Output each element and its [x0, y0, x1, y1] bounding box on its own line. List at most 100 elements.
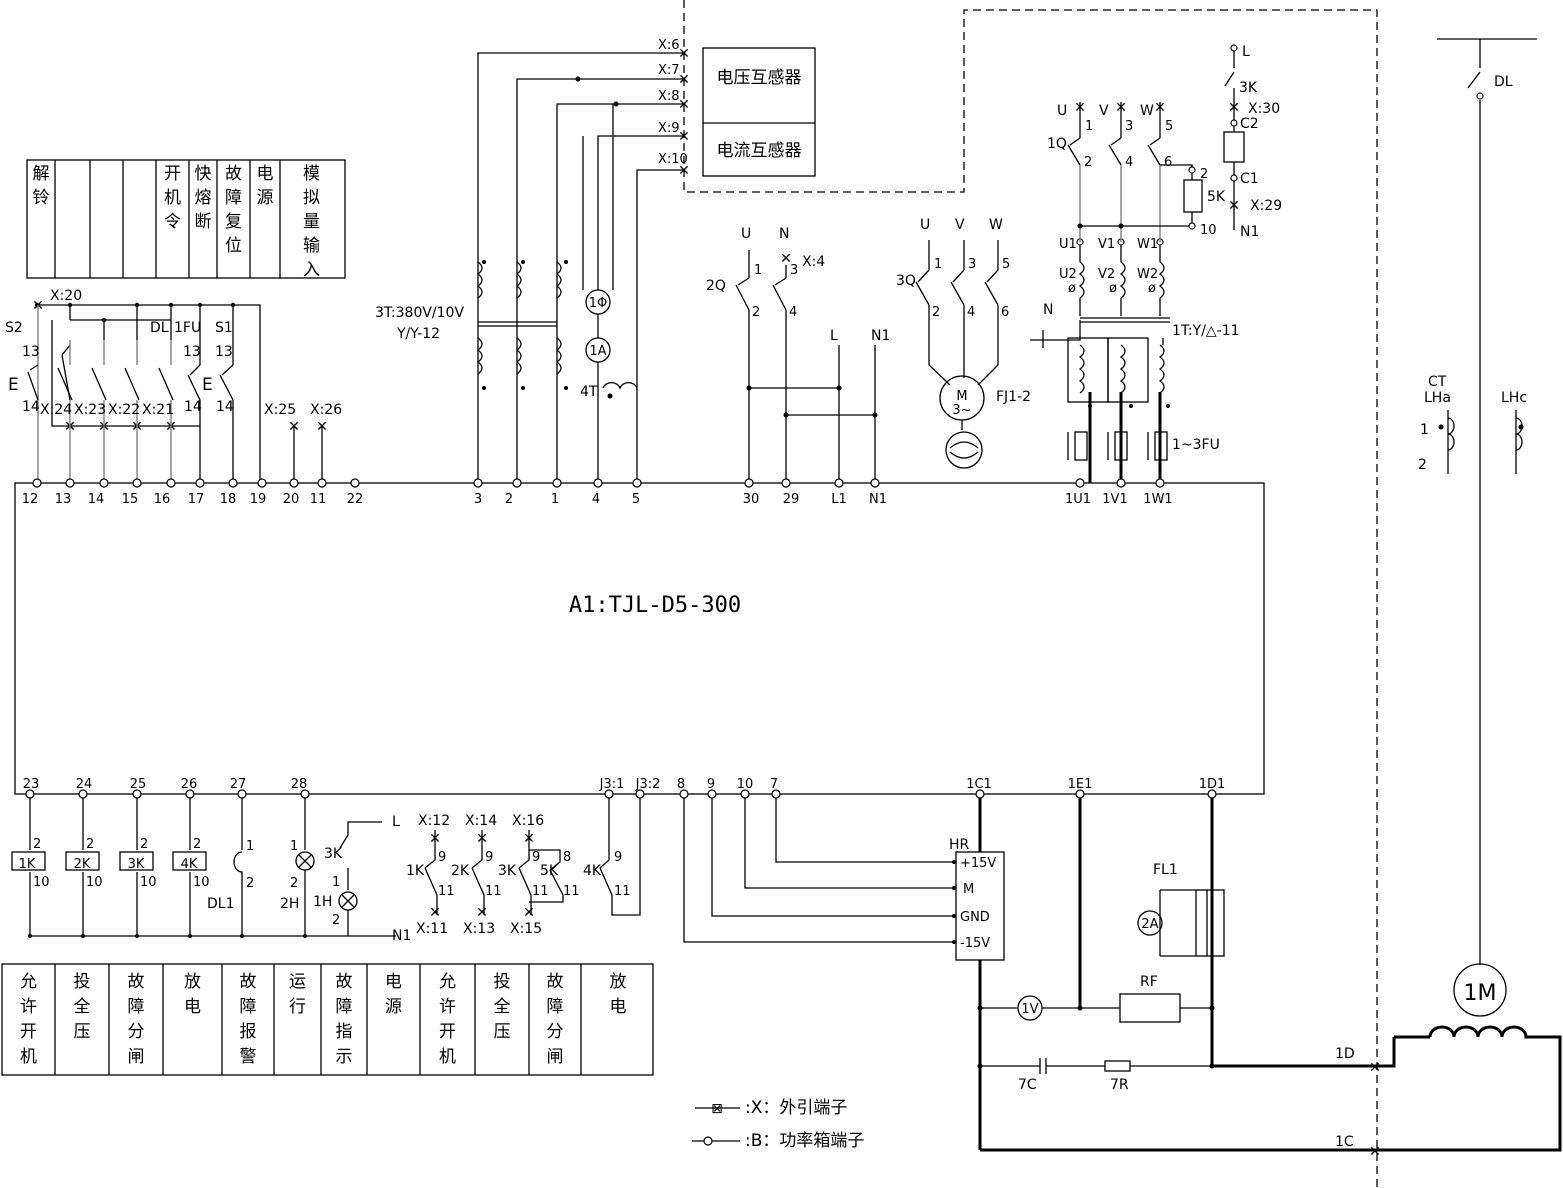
terminal-top-label: 18	[220, 492, 237, 507]
svg-text:LHa: LHa	[1424, 390, 1451, 406]
top-table-char: 入	[303, 260, 320, 280]
svg-text:X:25: X:25	[264, 402, 296, 418]
top-table-char: 机	[164, 188, 181, 208]
svg-text:+15V: +15V	[960, 856, 996, 871]
terminal-top	[289, 478, 299, 488]
x-marker: ✕	[678, 72, 690, 88]
fan-motor-circuit	[915, 240, 999, 469]
terminal-top-label: L1	[831, 492, 847, 507]
terminal-top	[32, 478, 42, 488]
terminal-bottom	[237, 789, 247, 799]
x-marker: ✕	[780, 251, 792, 267]
svg-text:1C: 1C	[1335, 1134, 1354, 1150]
top-table-char: 开	[164, 164, 181, 184]
svg-text:10: 10	[86, 875, 103, 890]
svg-text:3Q: 3Q	[896, 273, 916, 289]
svg-text:2: 2	[1200, 167, 1208, 182]
svg-text:2A: 2A	[1141, 917, 1158, 932]
svg-text:M: M	[956, 389, 967, 404]
sync-transformer-circuit	[1030, 44, 1245, 483]
bottom-table-char: 故	[547, 972, 564, 992]
svg-text:1: 1	[290, 839, 298, 854]
voltmeter-icon	[1017, 995, 1043, 1021]
terminal-top	[512, 478, 522, 488]
svg-text:10: 10	[193, 875, 210, 890]
fuse-1	[1074, 431, 1088, 461]
bottom-table-char: 压	[494, 1022, 511, 1042]
svg-text:1: 1	[246, 839, 254, 854]
svg-text:RF: RF	[1140, 974, 1158, 990]
svg-text:X:15: X:15	[510, 921, 542, 937]
top-table-char: 熔	[195, 188, 212, 208]
supply-2Q	[735, 250, 878, 483]
bottom-table-char: 报	[240, 1022, 257, 1042]
x-marker-label: X:9	[658, 121, 680, 136]
svg-text:2Q: 2Q	[706, 278, 726, 294]
top-table-char: 解	[33, 164, 50, 184]
bottom-table-char: 闸	[128, 1047, 145, 1067]
svg-text:1H: 1H	[313, 894, 332, 910]
controller-box	[14, 482, 1265, 795]
svg-text:10: 10	[140, 875, 157, 890]
svg-text:U2: U2	[1059, 267, 1077, 282]
terminal-bottom	[1075, 789, 1085, 799]
terminal-bottom	[185, 789, 195, 799]
terminal-top-label: 16	[154, 492, 171, 507]
x-marker: ✕	[678, 129, 690, 145]
svg-text:✕: ✕	[1369, 1060, 1381, 1076]
terminal-bottom	[975, 789, 985, 799]
svg-text:2: 2	[86, 837, 94, 852]
svg-text:V: V	[1099, 103, 1109, 119]
bottom-table-char: 电	[184, 997, 201, 1017]
svg-text:8: 8	[563, 850, 571, 865]
x-marker: ✕	[476, 831, 488, 847]
svg-text:X:11: X:11	[416, 921, 448, 937]
sensor-box	[702, 47, 816, 177]
svg-text:N1: N1	[392, 928, 411, 944]
x-marker-label: X:10	[658, 152, 688, 167]
svg-text:C1: C1	[1240, 171, 1259, 187]
ammeter-label: 1A	[589, 344, 606, 359]
transformer-3T	[476, 260, 568, 390]
svg-text:14: 14	[184, 399, 202, 415]
bottom-table-char: 全	[74, 997, 91, 1017]
bottom-x-markers: ✕✕✕✕✕✕	[429, 831, 535, 921]
x20-label: X:20	[50, 288, 82, 304]
svg-text:2: 2	[290, 876, 298, 891]
fuse-3	[1154, 431, 1168, 461]
bottom-table-char: 故	[128, 972, 145, 992]
terminal-top	[99, 478, 109, 488]
svg-text:E: E	[202, 375, 213, 395]
terminal-bottom	[679, 789, 689, 799]
svg-text:2: 2	[932, 305, 940, 320]
transformer-3T-label: 3T:380V/10V	[375, 305, 464, 321]
svg-text:11: 11	[485, 884, 502, 899]
top-table-char: 断	[195, 212, 212, 232]
terminal-top	[870, 478, 880, 488]
svg-text:2K: 2K	[74, 857, 91, 872]
s1-label: S1	[215, 320, 233, 336]
svg-text:U: U	[1057, 103, 1067, 119]
bottom-table-char: 开	[20, 1022, 37, 1042]
dc-ammeter-icon	[1137, 910, 1163, 936]
svg-text:FL1: FL1	[1153, 862, 1178, 878]
svg-text:1V: 1V	[1021, 1002, 1038, 1017]
svg-text:2: 2	[1418, 457, 1427, 473]
svg-text:2K: 2K	[451, 863, 470, 879]
x-marker: ✕	[429, 905, 441, 921]
terminal-bottom-label: 9	[707, 777, 715, 792]
terminal-bottom-label: 1C1	[966, 777, 992, 792]
input-switch-network	[27, 304, 323, 483]
fuse-2	[1114, 431, 1128, 461]
dl-label: DL	[150, 320, 169, 336]
terminal-top	[473, 478, 483, 488]
svg-text:1: 1	[332, 875, 340, 890]
terminal-top-label: 4	[592, 492, 600, 507]
svg-text:N: N	[779, 226, 789, 242]
terminal-top-label: 22	[347, 492, 364, 507]
terminal-bottom-label: 1D1	[1199, 777, 1226, 792]
bottom-table-char: 故	[240, 972, 257, 992]
terminal-top	[65, 478, 75, 488]
